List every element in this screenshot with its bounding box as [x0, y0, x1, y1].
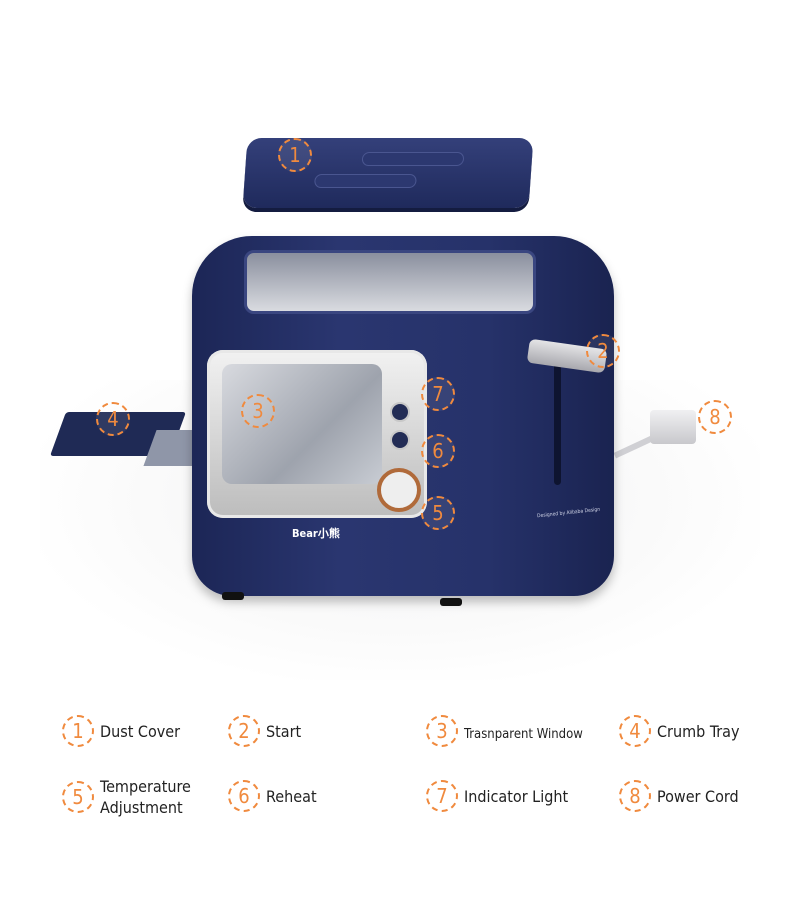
legend-item: 3 Trasnparent Window [426, 715, 583, 747]
callout-8: 8 [698, 400, 732, 434]
legend-label: Crumb Tray [657, 721, 740, 741]
start-button [390, 402, 410, 422]
legend-number: 2 [228, 715, 260, 747]
callout-4: 4 [96, 402, 130, 436]
transparent-window [207, 350, 427, 518]
legend-label: Indicator Light [464, 786, 569, 806]
legend-label: Start [266, 721, 302, 741]
window-glass [222, 364, 382, 484]
legend-label: Trasnparent Window [464, 726, 583, 742]
legend-number: 8 [619, 780, 651, 812]
legend-number: 4 [619, 715, 651, 747]
callout-2: 2 [586, 334, 620, 368]
legend-label: Dust Cover [100, 721, 181, 741]
lid-slot [361, 152, 465, 166]
reheat-button [390, 430, 410, 450]
lid-slot [313, 174, 417, 188]
foot [440, 598, 462, 606]
legend-item: 2 Start [228, 715, 301, 747]
legend-item: 7 Indicator Light [426, 780, 568, 812]
power-plug [650, 410, 696, 444]
legend-label: Temperature Adjustment [100, 777, 191, 817]
legend-number: 3 [426, 715, 458, 747]
callout-6: 6 [421, 434, 455, 468]
temperature-knob [377, 468, 421, 512]
lever-slot [554, 345, 561, 485]
legend-item: 5 Temperature Adjustment [62, 776, 210, 818]
legend-number: 7 [426, 780, 458, 812]
legend-number: 5 [62, 781, 94, 813]
foot [222, 592, 244, 600]
callout-7: 7 [421, 377, 455, 411]
callout-3: 3 [241, 394, 275, 428]
legend-item: 4 Crumb Tray [619, 715, 740, 747]
callout-5: 5 [421, 496, 455, 530]
legend-item: 1 Dust Cover [62, 715, 180, 747]
legend-number: 6 [228, 780, 260, 812]
brand-logo: Bear小熊 [292, 527, 340, 540]
callout-1: 1 [278, 138, 312, 172]
legend-number: 1 [62, 715, 94, 747]
legend-item: 6 Reheat [228, 780, 317, 812]
legend-label: Power Cord [657, 786, 739, 806]
bread-slot [244, 250, 536, 314]
legend-item: 8 Power Cord [619, 780, 739, 812]
legend-label: Reheat [266, 786, 317, 806]
